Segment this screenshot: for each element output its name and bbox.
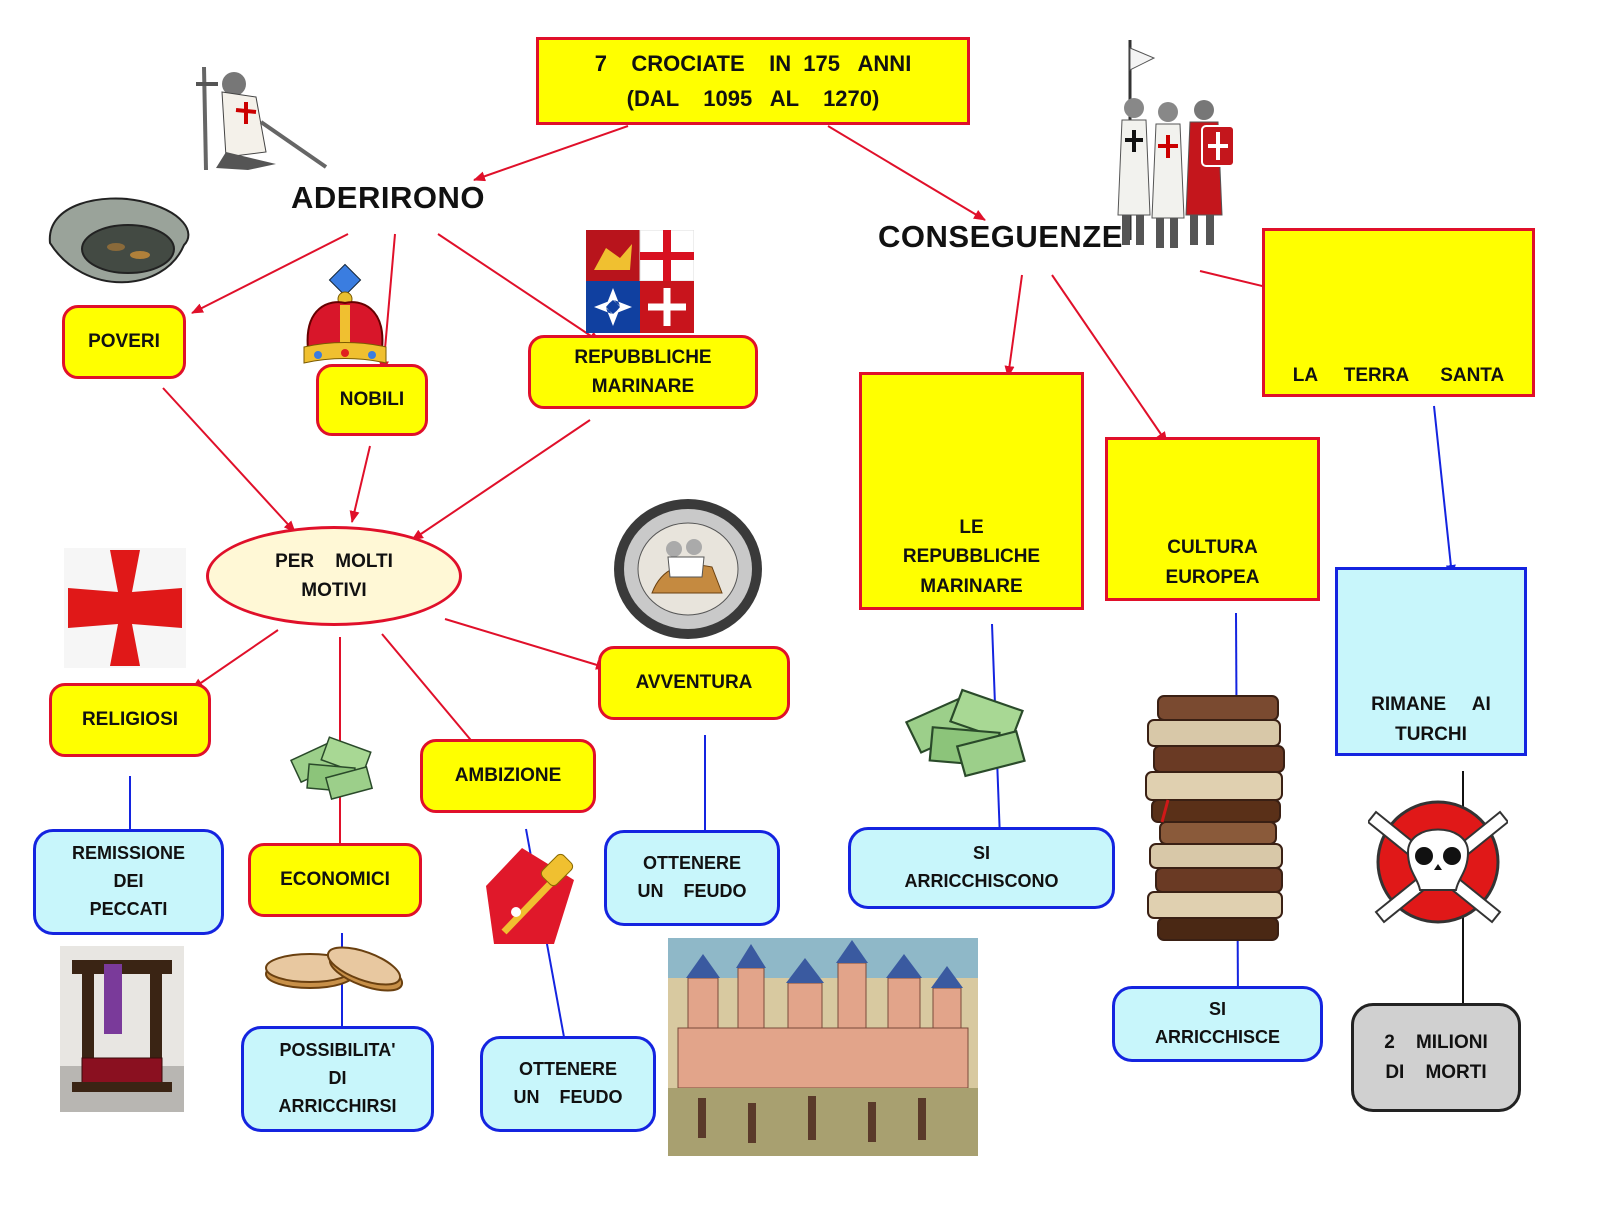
node-economici: ECONOMICI xyxy=(248,843,422,917)
skull-icon xyxy=(1368,800,1508,924)
node-cultura-europea: CULTURA EUROPEA xyxy=(1105,437,1320,601)
books-icon xyxy=(1145,695,1285,941)
money-icon xyxy=(904,688,1026,778)
node-ottenere-un-feudo-ambizione: OTTENERE UN FEUDO xyxy=(480,1036,656,1132)
kneeling-knight-icon xyxy=(196,66,328,171)
templar-seal-icon xyxy=(614,499,762,639)
node-ambizione: AMBIZIONE xyxy=(420,739,596,813)
node-nobili: NOBILI xyxy=(316,364,428,436)
node-religiosi: RELIGIOSI xyxy=(49,683,211,757)
node-repubbliche-marinare: REPUBBLICHE MARINARE xyxy=(528,335,758,409)
node-le-repubbliche-marinare: LE REPUBBLICHE MARINARE xyxy=(859,372,1084,610)
node-possibilita-di-arricchirsi: POSSIBILITA' DI ARRICCHIRSI xyxy=(241,1026,434,1132)
node-la-terra-santa: LA TERRA SANTA xyxy=(1262,228,1535,397)
begging-bowl-icon xyxy=(48,197,190,284)
templar-cross-icon xyxy=(64,548,186,668)
node-2-milioni-di-morti: 2 MILIONI DI MORTI xyxy=(1351,1003,1521,1112)
aderirono-heading: ADERIRONO xyxy=(291,180,485,215)
title-line-1: 7 CROCIATE IN 175 ANNI xyxy=(594,50,912,76)
node-remissione-dei-peccati: REMISSIONE DEI PECCATI xyxy=(33,829,224,935)
prie-dieu-icon xyxy=(60,946,184,1112)
node-si-arricchiscono: SI ARRICCHISCONO xyxy=(848,827,1115,909)
coins-icon xyxy=(265,946,404,992)
maritime-republics-flag-icon xyxy=(586,230,694,333)
title-line-2: (DAL 1095 AL 1270) xyxy=(626,86,880,111)
node-poveri: POVERI xyxy=(62,305,186,379)
node-per-molti-motivi: PER MOLTI MOTIVI xyxy=(206,526,462,626)
node-si-arricchisce: SI ARRICCHISCE xyxy=(1112,986,1323,1062)
crusader-knights-icon xyxy=(1117,40,1235,248)
node-rimane-ai-turchi: RIMANE AI TURCHI xyxy=(1335,567,1527,756)
medieval-city-painting-icon xyxy=(668,938,978,1156)
title-box: 7 CROCIATE IN 175 ANNI (DAL 1095 AL 1270… xyxy=(536,37,970,125)
node-avventura: AVVENTURA xyxy=(598,646,790,720)
node-ottenere-un-feudo-avventura: OTTENERE UN FEUDO xyxy=(604,830,780,926)
gavel-icon xyxy=(486,848,574,944)
money-icon xyxy=(289,736,374,800)
conseguenze-heading: CONSEGUENZE xyxy=(878,219,1123,254)
crown-icon xyxy=(303,263,387,364)
